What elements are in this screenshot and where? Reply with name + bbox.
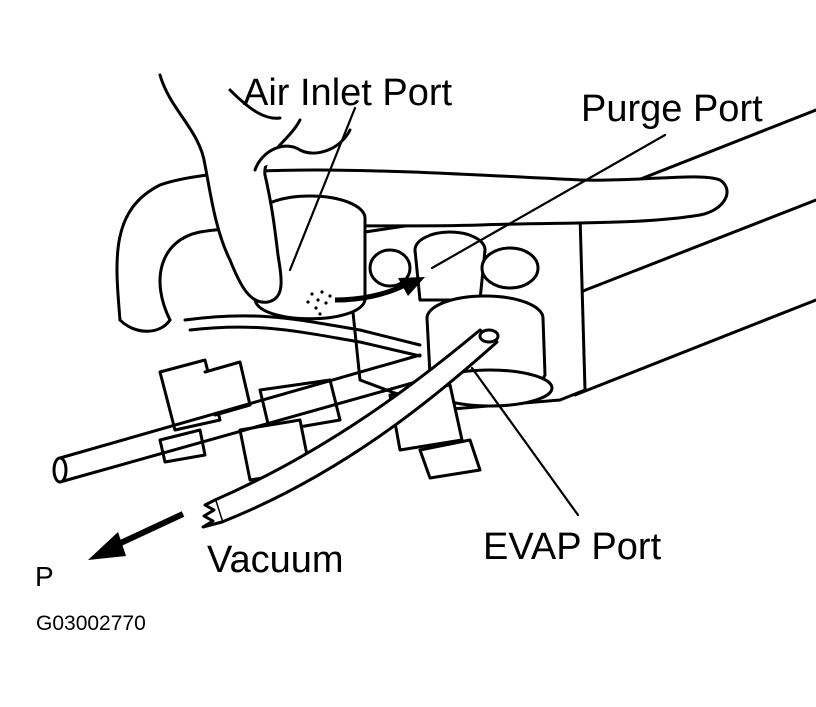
purge-valve-body xyxy=(253,194,540,321)
airflow-arrow xyxy=(334,282,407,303)
thin-tube xyxy=(52,353,432,484)
vacuum-arrow-shaft xyxy=(108,511,185,551)
upper-tube xyxy=(183,314,422,347)
air-inlet-leader xyxy=(288,106,357,272)
airflow-dots xyxy=(306,290,332,316)
air-inlet-port-label: Air Inlet Port xyxy=(243,72,453,114)
airflow-arrowhead xyxy=(398,277,425,296)
vacuum-arrowhead xyxy=(88,532,126,560)
vacuum-hose xyxy=(201,328,500,529)
figure-code: G03002770 xyxy=(36,612,146,635)
purge-leader xyxy=(430,133,667,270)
leader-lines xyxy=(288,106,667,517)
p-marker: P xyxy=(35,561,54,592)
vacuum-label: Vacuum xyxy=(207,539,344,581)
evap-port-label: EVAP Port xyxy=(483,526,662,568)
purge-port-label: Purge Port xyxy=(581,88,763,130)
upper-tube-2 xyxy=(188,325,422,358)
hand-finger xyxy=(158,73,352,304)
evap-leader xyxy=(470,366,580,517)
